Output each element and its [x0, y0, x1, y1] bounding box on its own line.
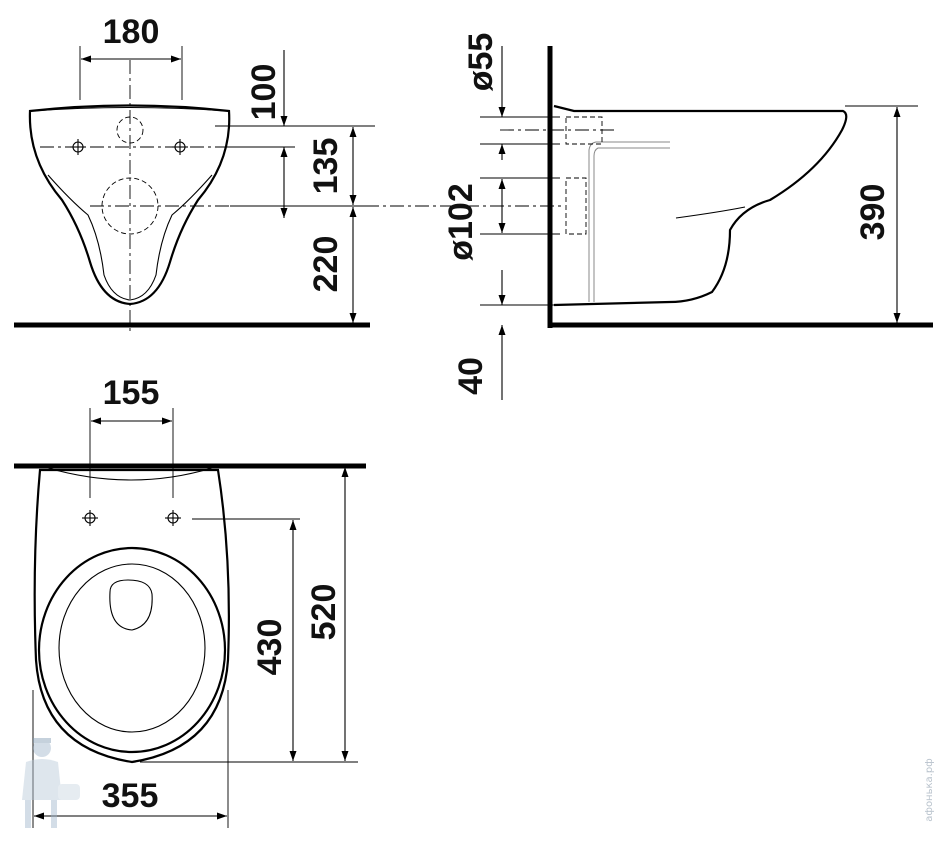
dim-text-180: 180 — [103, 13, 160, 51]
top-seat-outer — [37, 546, 227, 754]
side-inner-cavity-2 — [593, 147, 670, 302]
dim-text-520: 520 — [305, 584, 343, 641]
front-bowl-inner-right — [129, 174, 213, 301]
dim-text-d55: ø55 — [462, 33, 500, 92]
top-bolt-right — [165, 510, 181, 526]
watermark-text: афонька.рф — [924, 758, 935, 821]
front-bowl-outline — [28, 104, 231, 306]
top-view: 155 430 520 355 — [14, 374, 366, 828]
top-bowl-outline — [33, 468, 230, 764]
front-bowl-rim — [31, 106, 228, 112]
dim-text-355: 355 — [102, 777, 159, 815]
side-inner-cavity — [588, 141, 670, 302]
dim-text-135: 135 — [307, 138, 345, 195]
top-seat-inner — [58, 563, 206, 733]
top-wall-bracket — [47, 467, 213, 481]
dim-text-220: 220 — [307, 236, 345, 293]
plumber-mascot-icon — [22, 738, 80, 828]
dim-text-155: 155 — [103, 374, 160, 412]
side-inlet-hidden — [565, 116, 603, 145]
dim-text-390: 390 — [854, 184, 892, 241]
dim-text-d102: ø102 — [442, 183, 480, 261]
top-drain-hole — [109, 579, 153, 631]
side-view: ø55 ø102 40 390 — [442, 33, 933, 400]
front-view: 180 100 135 220 — [14, 13, 565, 332]
dim-text-430: 430 — [251, 619, 289, 676]
side-outlet-hidden — [565, 177, 587, 235]
side-bowl-outline — [553, 104, 848, 307]
dim-text-100: 100 — [245, 64, 283, 121]
top-bolt-left — [82, 510, 98, 526]
side-bowl-inner — [675, 206, 746, 219]
front-bowl-inner-left — [47, 174, 131, 301]
dim-text-40: 40 — [452, 357, 490, 395]
